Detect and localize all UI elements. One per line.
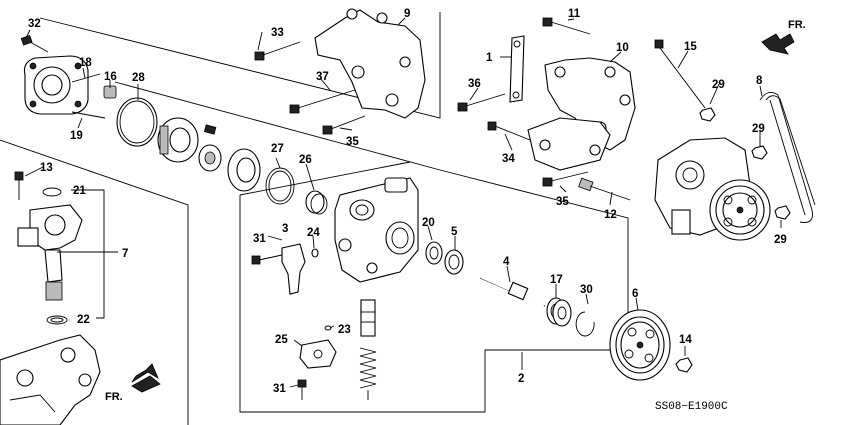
callout-21: 21	[73, 185, 86, 197]
diagram-code: SS08−E1900C	[655, 401, 728, 413]
callout-14: 14	[679, 334, 692, 346]
callout-31: 31	[273, 383, 286, 395]
callout-2: 2	[518, 373, 524, 385]
callout-labels: 1 2 3 4 5 6 7 8 9 10 11 12 13 14 15 16 1…	[28, 8, 787, 395]
pump-cover-assembly	[20, 34, 328, 215]
callout-26: 26	[299, 154, 312, 166]
callout-31: 31	[253, 233, 266, 245]
flow-control-cap	[297, 325, 337, 400]
assembled-pump	[654, 137, 771, 241]
callout-35: 35	[346, 136, 359, 148]
callout-29: 29	[774, 234, 787, 246]
callout-30: 30	[580, 284, 593, 296]
callout-5: 5	[451, 226, 458, 238]
callout-19: 19	[70, 130, 83, 142]
callout-25: 25	[275, 334, 288, 346]
callout-15: 15	[684, 41, 697, 53]
front-arrow-label: FR.	[788, 19, 806, 31]
pump-bracket-upper	[254, 8, 426, 135]
shaft-seals	[425, 241, 464, 275]
callout-8: 8	[756, 75, 763, 87]
engine-block-fragment	[0, 334, 101, 425]
callout-16: 16	[104, 71, 117, 83]
pump-bracket-lower	[457, 17, 791, 220]
callout-leaders	[24, 17, 782, 388]
callout-11: 11	[568, 8, 581, 20]
callout-9: 9	[404, 8, 410, 20]
callout-37: 37	[316, 71, 329, 83]
callout-18: 18	[79, 57, 92, 69]
callout-6: 6	[632, 288, 638, 300]
callout-24: 24	[307, 227, 320, 239]
callout-33: 33	[271, 27, 284, 39]
flow-control-valve	[359, 299, 377, 400]
drive-belt	[759, 91, 816, 223]
front-arrow-lower: FR.	[105, 363, 161, 403]
callout-28: 28	[132, 72, 145, 84]
front-arrow-label: FR.	[105, 391, 123, 403]
callout-29: 29	[712, 79, 725, 91]
pump-shaft	[479, 275, 546, 307]
callout-20: 20	[422, 217, 435, 229]
callout-22: 22	[77, 314, 90, 326]
callout-12: 12	[604, 209, 617, 221]
callout-32: 32	[28, 18, 41, 30]
callout-13: 13	[40, 162, 53, 174]
callout-1: 1	[486, 52, 493, 64]
control-valve-assembly	[14, 171, 83, 325]
front-arrow-upper: FR.	[761, 19, 806, 55]
callout-36: 36	[468, 78, 481, 90]
bearing-and-circlip	[546, 297, 595, 337]
callout-29: 29	[752, 123, 765, 135]
callout-7: 7	[122, 248, 128, 260]
inlet-union	[251, 243, 319, 295]
group-outline-boxes	[0, 12, 629, 425]
callout-35: 35	[556, 196, 569, 208]
callout-10: 10	[616, 42, 629, 54]
callout-4: 4	[503, 256, 510, 268]
pump-body	[334, 177, 419, 283]
callout-23: 23	[338, 324, 351, 336]
pulley	[609, 309, 693, 381]
callout-34: 34	[502, 153, 515, 165]
callout-3: 3	[282, 223, 288, 235]
callout-17: 17	[550, 274, 563, 286]
callout-27: 27	[271, 143, 284, 155]
